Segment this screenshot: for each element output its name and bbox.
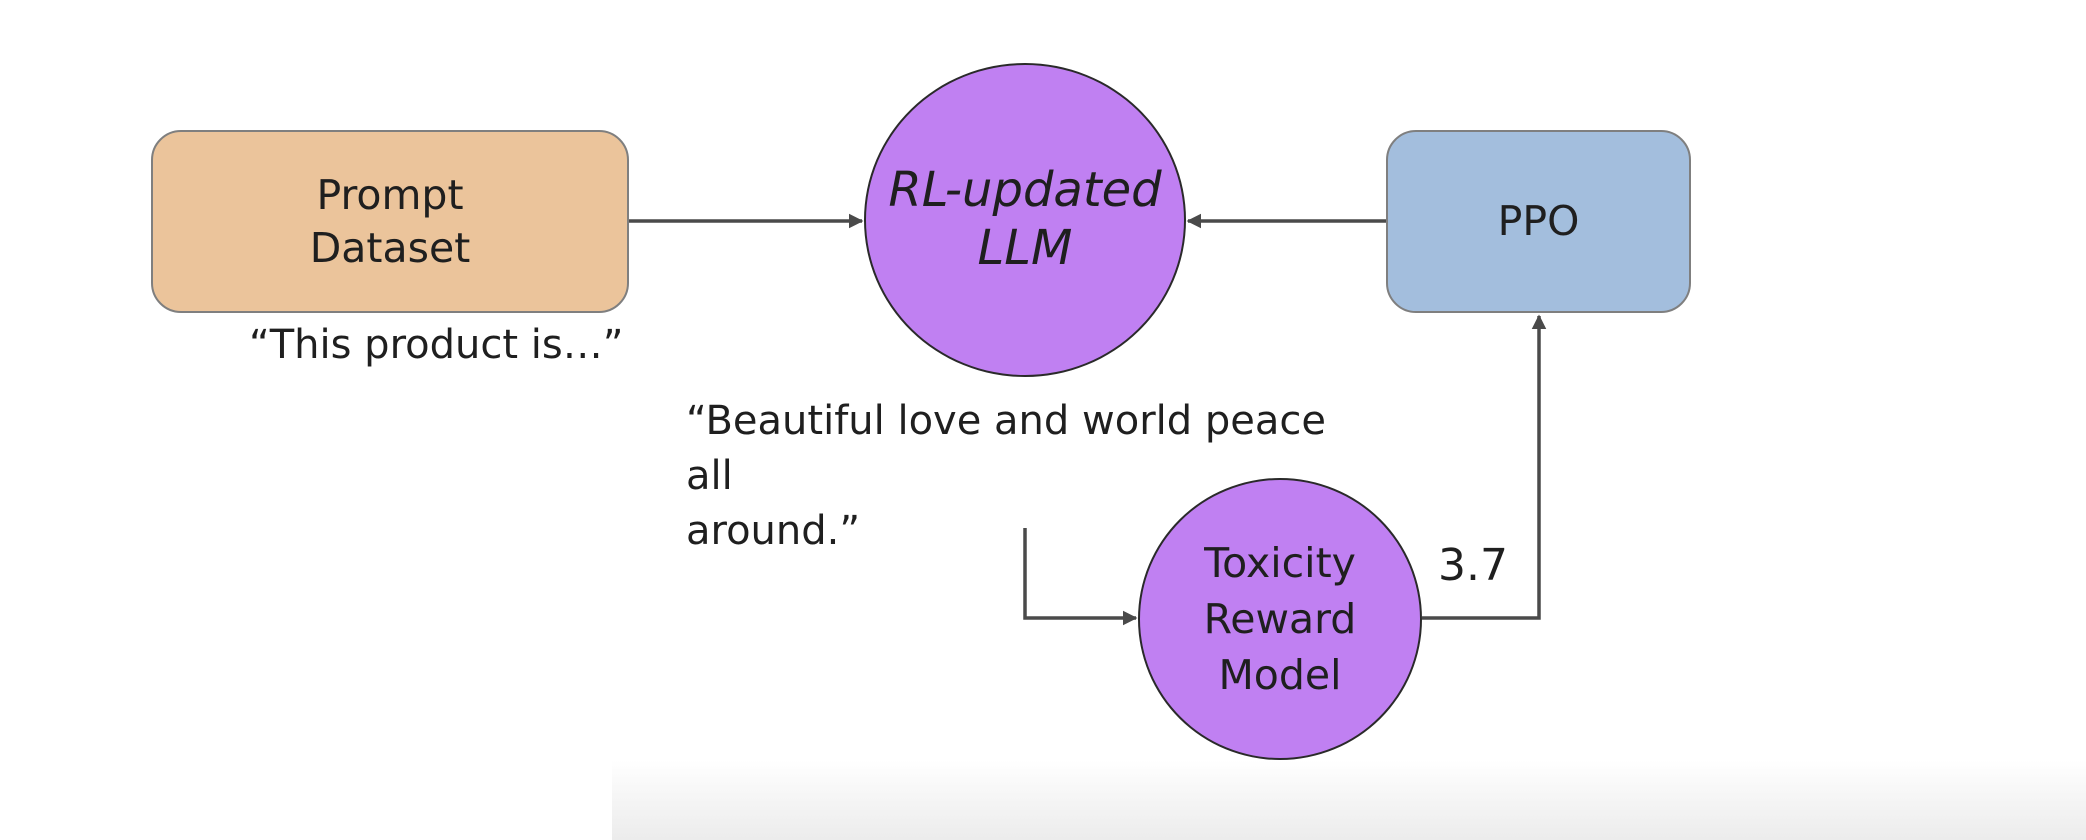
ppo-label: PPO xyxy=(1497,197,1580,246)
prompt-dataset-label: Prompt Dataset xyxy=(309,171,471,272)
rl-updated-llm-label: RL-updated LLM xyxy=(888,162,1162,276)
toxicity-reward-model-node: Toxicity Reward Model xyxy=(1138,478,1422,760)
prompt-dataset-node: Prompt Dataset xyxy=(151,130,629,313)
ppo-node: PPO xyxy=(1386,130,1691,313)
completion-example-text: “Beautiful love and world peace all arou… xyxy=(686,398,1326,555)
rl-updated-llm-node: RL-updated LLM xyxy=(864,63,1186,377)
arrow-completion-to-reward-model xyxy=(1023,528,1138,626)
arrow-reward-to-ppo xyxy=(1422,314,1547,620)
prompt-example-text: “This product is…” xyxy=(249,322,624,368)
corner-patch xyxy=(0,736,612,840)
reward-score-value: 3.7 xyxy=(1438,540,1508,591)
toxicity-reward-model-label: Toxicity Reward Model xyxy=(1203,538,1357,700)
